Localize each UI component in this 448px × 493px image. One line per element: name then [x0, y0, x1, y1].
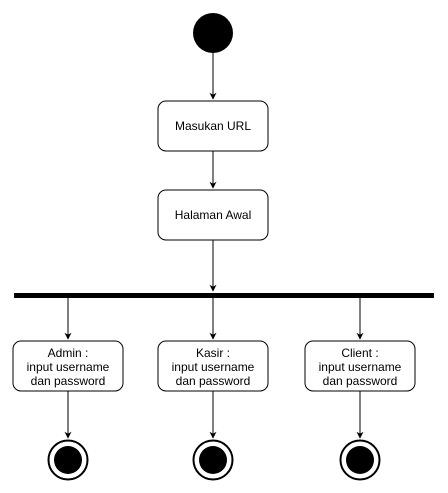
final-node-kasir: [192, 439, 234, 481]
action-admin: Admin : input username dan password: [12, 340, 124, 392]
action-client: Client : input username dan password: [304, 340, 416, 392]
final-node-admin: [47, 439, 89, 481]
action-admin-line-2: input username: [27, 360, 110, 374]
final-node-client: [339, 439, 381, 481]
action-kasir-line-1: Kasir :: [196, 346, 230, 360]
initial-node: [193, 13, 233, 53]
action-halaman-awal: Halaman Awal: [157, 189, 269, 241]
action-client-line-1: Client :: [341, 346, 378, 360]
action-masukan-url: Masukan URL: [157, 100, 269, 152]
action-kasir-line-3: dan password: [176, 374, 251, 388]
action-admin-line-3: dan password: [31, 374, 106, 388]
action-client-line-2: input username: [319, 360, 402, 374]
action-kasir-line-2: input username: [172, 360, 255, 374]
action-masukan-url-label: Masukan URL: [175, 119, 251, 133]
action-admin-line-1: Admin :: [48, 346, 89, 360]
action-kasir: Kasir : input username dan password: [157, 340, 269, 392]
action-halaman-awal-label: Halaman Awal: [175, 208, 252, 222]
action-client-line-3: dan password: [323, 374, 398, 388]
fork-bar: [14, 293, 434, 298]
